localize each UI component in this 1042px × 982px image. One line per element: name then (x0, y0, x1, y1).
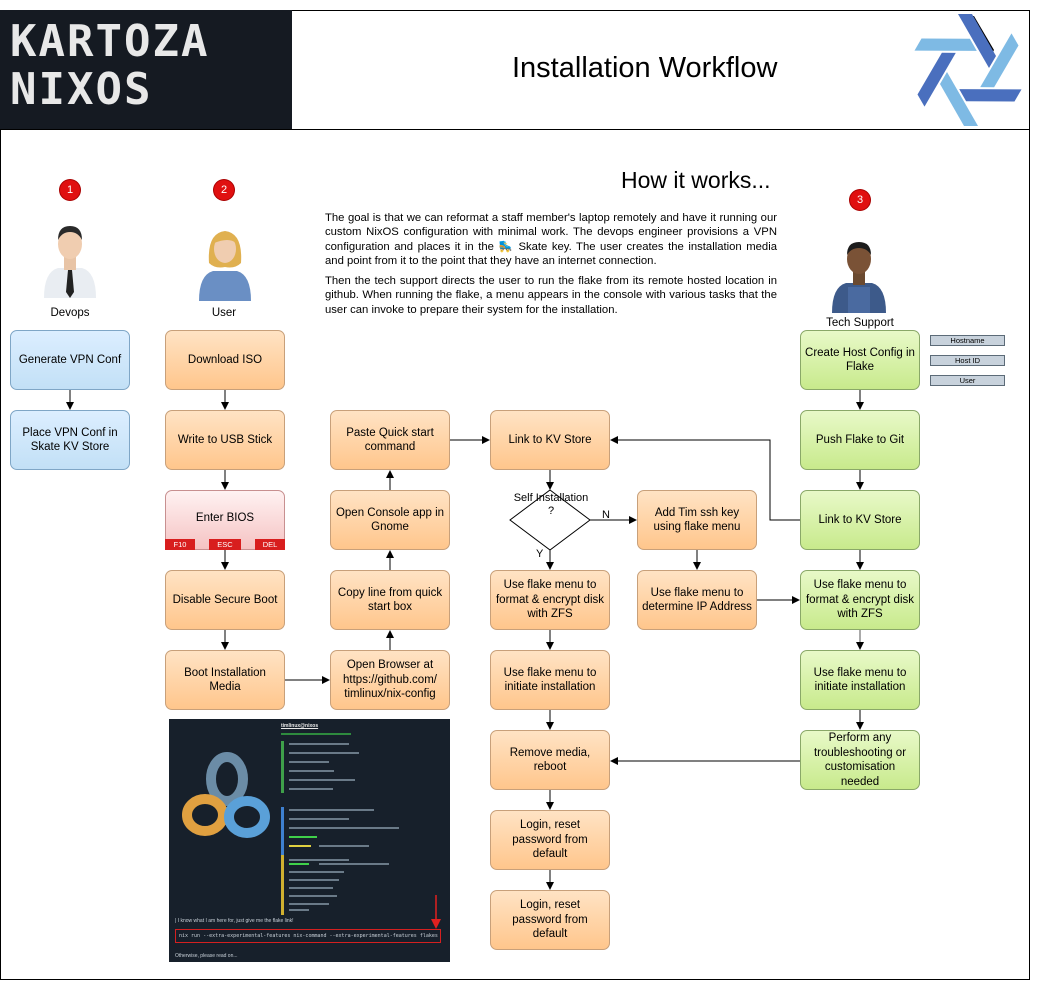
terminal-prompt: | I know what I am here for, just give m… (175, 918, 294, 924)
devops-step-badge: 1 (60, 180, 80, 200)
troubleshooting-box: Perform any troubleshooting or customisa… (800, 730, 920, 790)
terminal-screenshot: timlinux@nixos | I know what I am here f… (169, 719, 450, 962)
user-avatar-icon (199, 231, 251, 301)
determine-ip-box: Use flake menu to determine IP Address (637, 570, 757, 630)
user-label: User (211, 307, 237, 319)
place-vpn-conf-box: Place VPN Conf in Skate KV Store (10, 410, 130, 470)
terminal-command: nix run --extra-experimental-features ni… (175, 929, 441, 943)
host-id-field: Host ID (930, 355, 1005, 366)
tech-support-avatar-icon (832, 242, 886, 313)
intro-paragraph-1: The goal is that we can reformat a staff… (325, 212, 777, 267)
decision-no-label: N (602, 509, 610, 521)
tech-link-kv-store-box: Link to KV Store (800, 490, 920, 550)
add-ssh-key-box: Add Tim ssh key using flake menu (637, 490, 757, 550)
red-arrow-icon (431, 895, 441, 929)
generate-vpn-conf-box: Generate VPN Conf (10, 330, 130, 390)
open-console-box: Open Console app in Gnome (330, 490, 450, 550)
header-banner: KARTOZA NIXOS Installation Workflow (0, 10, 1030, 130)
login-reset-box-1: Login, reset password from default (490, 810, 610, 870)
tech-format-disk-box: Use flake menu to format & encrypt disk … (800, 570, 920, 630)
tech-initiate-installation-box: Use flake menu to initiate installation (800, 650, 920, 710)
format-disk-box: Use flake menu to format & encrypt disk … (490, 570, 610, 630)
intro-text: The goal is that we can reformat a staff… (325, 211, 777, 323)
nixos-snowflake-icon (914, 14, 1022, 126)
copy-line-box: Copy line from quick start box (330, 570, 450, 630)
push-flake-box: Push Flake to Git (800, 410, 920, 470)
devops-label: Devops (50, 307, 90, 319)
remove-media-box: Remove media, reboot (490, 730, 610, 790)
how-it-works-heading: How it works... (621, 167, 771, 193)
hostname-field: Hostname (930, 335, 1005, 346)
arch-like-logo-icon (182, 752, 270, 838)
del-key: DEL (255, 539, 285, 550)
devops-avatar-icon (44, 226, 96, 298)
logo-text: KARTOZA NIXOS (10, 16, 210, 115)
tech-step-badge: 3 (850, 190, 870, 210)
self-installation-decision (509, 489, 591, 551)
disable-secure-boot-box: Disable Secure Boot (165, 570, 285, 630)
decision-label: Self Installation ? (513, 492, 589, 517)
download-iso-box: Download ISO (165, 330, 285, 390)
login-reset-box-2: Login, reset password from default (490, 890, 610, 950)
user-field: User (930, 375, 1005, 386)
paste-command-box: Paste Quick start command (330, 410, 450, 470)
diagram-frame (0, 10, 1030, 980)
kartoza-nixos-logo: KARTOZA NIXOS (0, 10, 292, 129)
initiate-installation-box: Use flake menu to initiate installation (490, 650, 610, 710)
terminal-username: timlinux@nixos (281, 723, 319, 729)
tech-support-label: Tech Support (826, 317, 894, 329)
decision-yes-label: Y (536, 548, 544, 560)
intro-paragraph-2: Then the tech support directs the user t… (325, 275, 777, 316)
boot-installation-media-box: Boot Installation Media (165, 650, 285, 710)
create-host-config-box: Create Host Config in Flake (800, 330, 920, 390)
open-browser-box: Open Browser at https://github.com/ timl… (330, 650, 450, 710)
link-kv-store-box: Link to KV Store (490, 410, 610, 470)
terminal-footer: Otherwise, please read on... (175, 953, 238, 959)
page-title: Installation Workflow (512, 52, 778, 84)
f10-key: F10 (165, 539, 195, 550)
user-step-badge: 2 (214, 180, 234, 200)
write-usb-box: Write to USB Stick (165, 410, 285, 470)
esc-key: ESC (209, 539, 241, 550)
